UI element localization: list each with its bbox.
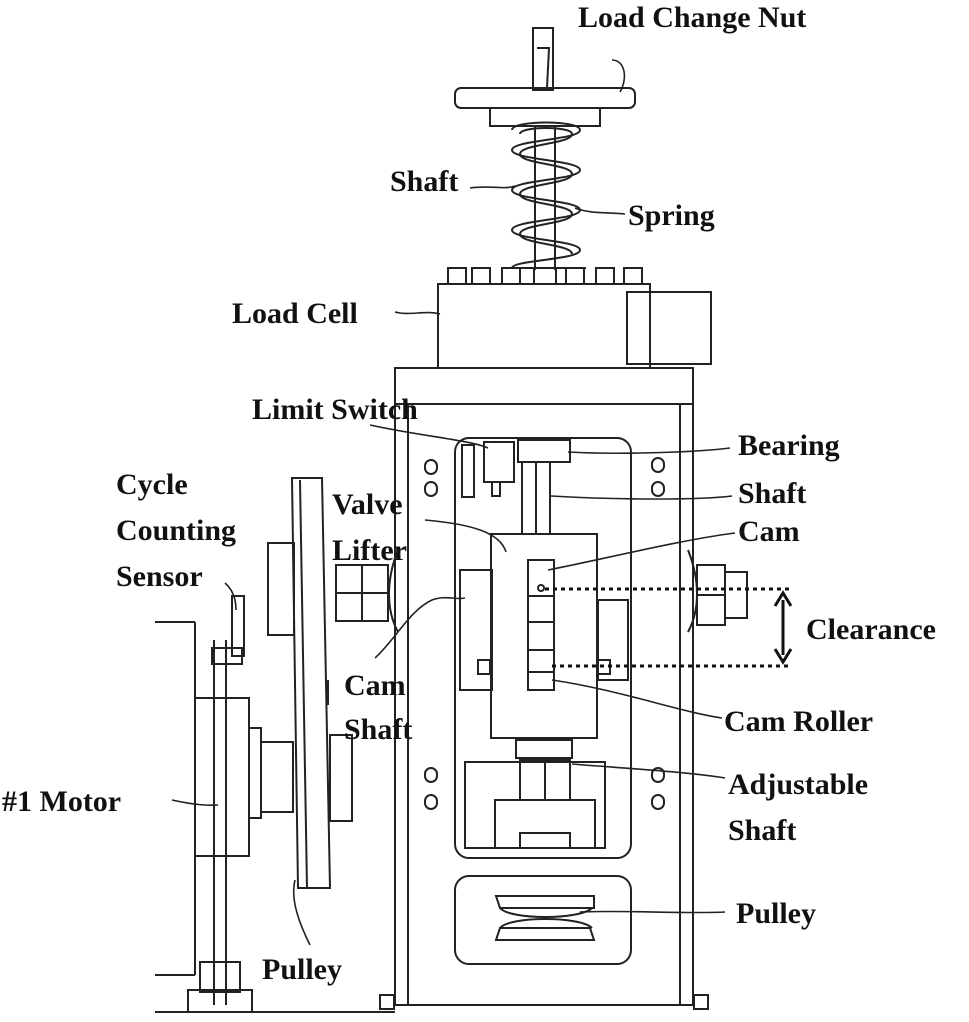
right-nut [687,549,748,633]
label-cycle-counting-sensor-line-1: Cycle [116,468,188,501]
bottom-pulley [454,875,632,965]
label-valve-lifter-line-2: Lifter [332,534,407,567]
clearance-indicator [545,587,793,668]
load-cell [437,283,712,369]
limit-switch [461,441,515,498]
label-cam-shaft-line-2: Shaft [344,713,413,746]
label-clearance: Clearance [806,613,936,646]
frame-slots [424,457,665,810]
adjustable-shaft [464,739,606,849]
top-plate [394,367,694,405]
label-pulley-right: Pulley [736,897,816,930]
upper-shaft [521,461,551,535]
load-change-nut [454,27,636,127]
label-cycle-counting-sensor-line-3: Sensor [116,560,203,593]
label-shaft-right: Shaft [738,477,807,510]
label-cam-shaft-line-1: Cam [344,669,406,702]
left-pulley [267,477,353,889]
label-valve-lifter-line-1: Valve [332,488,403,521]
label-load-change-nut: Load Change Nut [578,1,807,34]
leader-lines [171,59,736,946]
left-nut [335,549,399,633]
label-cam: Cam [738,515,800,548]
label-adjustable-shaft-line-2: Shaft [728,814,797,847]
cam-housing [459,533,629,739]
label-spring: Spring [628,199,715,232]
label-limit-switch: Limit Switch [252,393,418,426]
motor [155,595,395,1013]
load-cell-bolts [447,267,643,285]
label-cam-shaft: Cam Shaft [344,664,412,752]
label-cycle-counting-sensor: Cycle Counting Sensor [116,462,236,600]
label-cycle-counting-sensor-line-2: Counting [116,514,237,547]
bearing [517,439,571,463]
label-cam-roller: Cam Roller [724,705,874,738]
label-adjustable-shaft-line-1: Adjustable [728,768,869,801]
label-adjustable-shaft: Adjustable Shaft [728,762,868,854]
inner-frame [454,437,632,859]
label-motor: #1 Motor [2,785,122,818]
label-shaft-top: Shaft [390,165,459,198]
spring [510,121,582,270]
main-frame [379,404,709,1010]
label-valve-lifter: Valve Lifter [332,482,407,574]
label-load-cell: Load Cell [232,297,358,330]
label-pulley-bottom: Pulley [262,953,342,986]
label-bearing: Bearing [738,429,840,462]
